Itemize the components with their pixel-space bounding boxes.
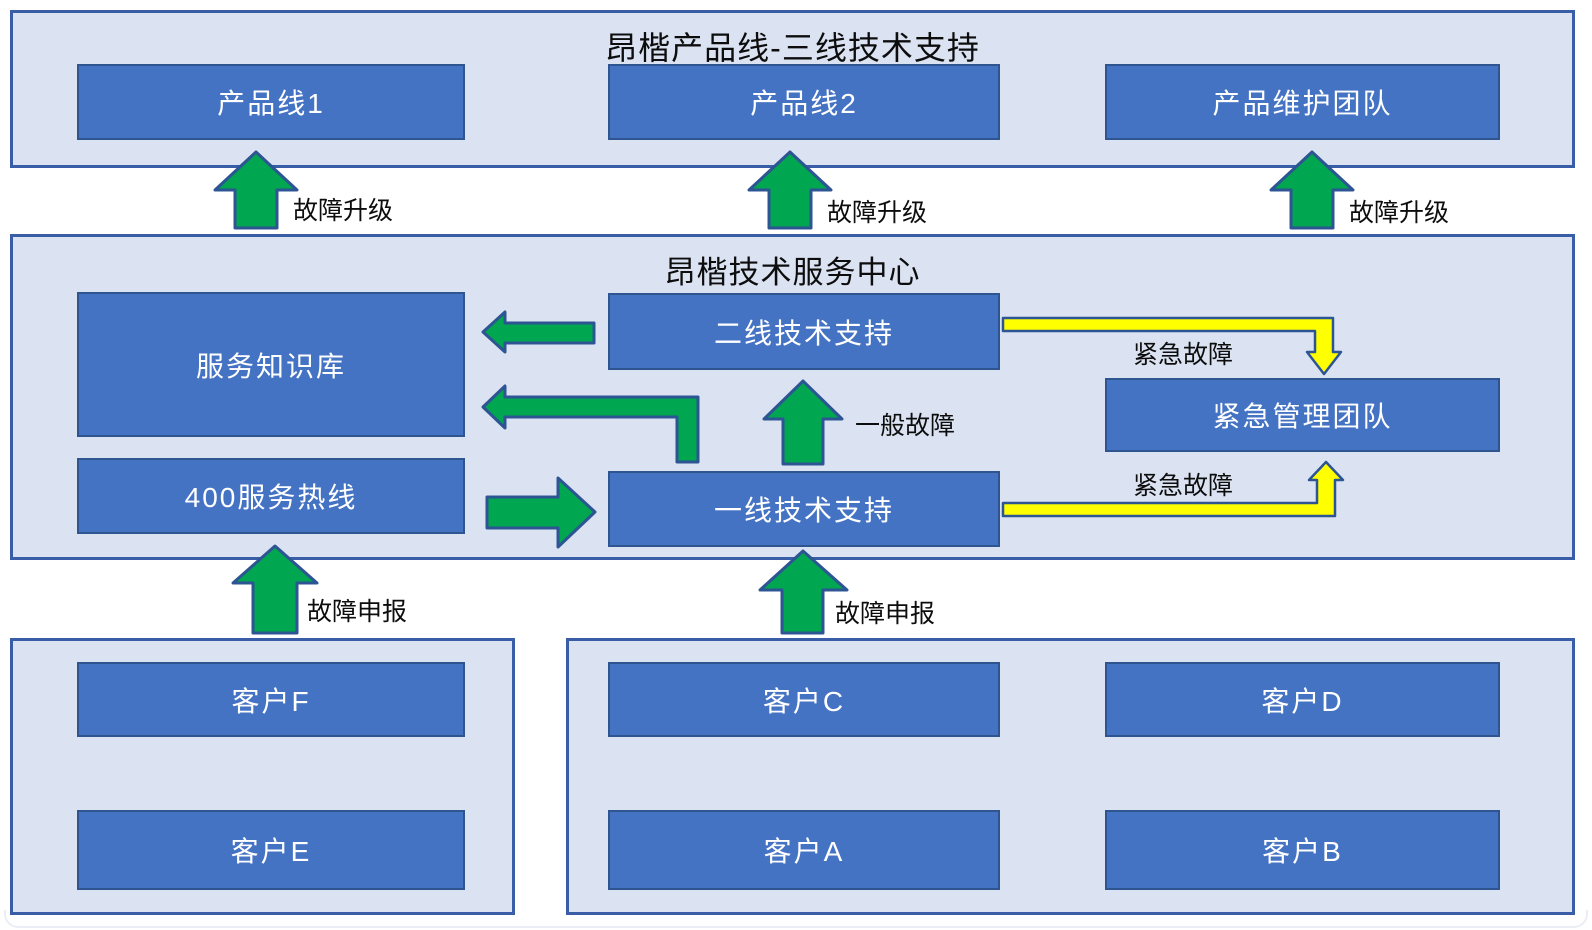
box-customer-f-label: 客户F bbox=[231, 685, 311, 717]
box-second-line-support-label: 二线技术支持 bbox=[713, 317, 894, 349]
escalation-label-3: 故障升级 bbox=[1349, 199, 1450, 227]
box-customer-a: 客户A bbox=[608, 810, 1000, 890]
box-product-maintenance-team: 产品维护团队 bbox=[1105, 64, 1500, 140]
report-up-arrow-2 bbox=[758, 549, 849, 635]
box-product-line-2-label: 产品线2 bbox=[750, 88, 858, 119]
escalation-label-1: 故障升级 bbox=[293, 197, 394, 225]
box-customer-e: 客户E bbox=[77, 810, 465, 890]
box-customer-d: 客户D bbox=[1105, 662, 1500, 737]
box-product-line-2: 产品线2 bbox=[608, 64, 1000, 140]
service-center-title: 昂楷技术服务中心 bbox=[664, 255, 921, 290]
box-customer-f: 客户F bbox=[77, 662, 465, 737]
report-label-1: 故障申报 bbox=[307, 598, 408, 626]
box-first-line-support-label: 一线技术支持 bbox=[713, 495, 894, 526]
box-first-line-support: 一线技术支持 bbox=[608, 471, 1000, 547]
box-customer-a-label: 客户A bbox=[763, 836, 845, 867]
box-emergency-team: 紧急管理团队 bbox=[1105, 378, 1500, 452]
box-second-line-support: 二线技术支持 bbox=[608, 293, 1000, 370]
box-customer-e-label: 客户E bbox=[230, 836, 312, 867]
box-customer-c-label: 客户C bbox=[762, 685, 846, 717]
box-400-hotline-label: 400服务热线 bbox=[184, 482, 358, 513]
box-knowledge-base-label: 服务知识库 bbox=[195, 350, 346, 382]
box-customer-b-label: 客户B bbox=[1262, 836, 1343, 867]
top-section-title: 昂楷产品线-三线技术支持 bbox=[605, 30, 980, 66]
box-customer-c: 客户C bbox=[608, 662, 1000, 737]
box-customer-b: 客户B bbox=[1105, 810, 1500, 890]
box-customer-d-label: 客户D bbox=[1261, 685, 1344, 717]
report-label-2: 故障申报 bbox=[835, 600, 936, 628]
box-emergency-team-label: 紧急管理团队 bbox=[1212, 401, 1393, 432]
emergency-label-bottom: 紧急故障 bbox=[1133, 472, 1234, 500]
box-knowledge-base: 服务知识库 bbox=[77, 292, 465, 437]
box-product-line-1-label: 产品线1 bbox=[217, 88, 325, 119]
box-product-maintenance-team-label: 产品维护团队 bbox=[1212, 88, 1393, 119]
box-product-line-1: 产品线1 bbox=[77, 64, 465, 140]
general-fault-label: 一般故障 bbox=[855, 412, 956, 440]
box-400-hotline: 400服务热线 bbox=[77, 458, 465, 534]
emergency-label-top: 紧急故障 bbox=[1133, 341, 1234, 369]
escalation-label-2: 故障升级 bbox=[827, 199, 928, 227]
